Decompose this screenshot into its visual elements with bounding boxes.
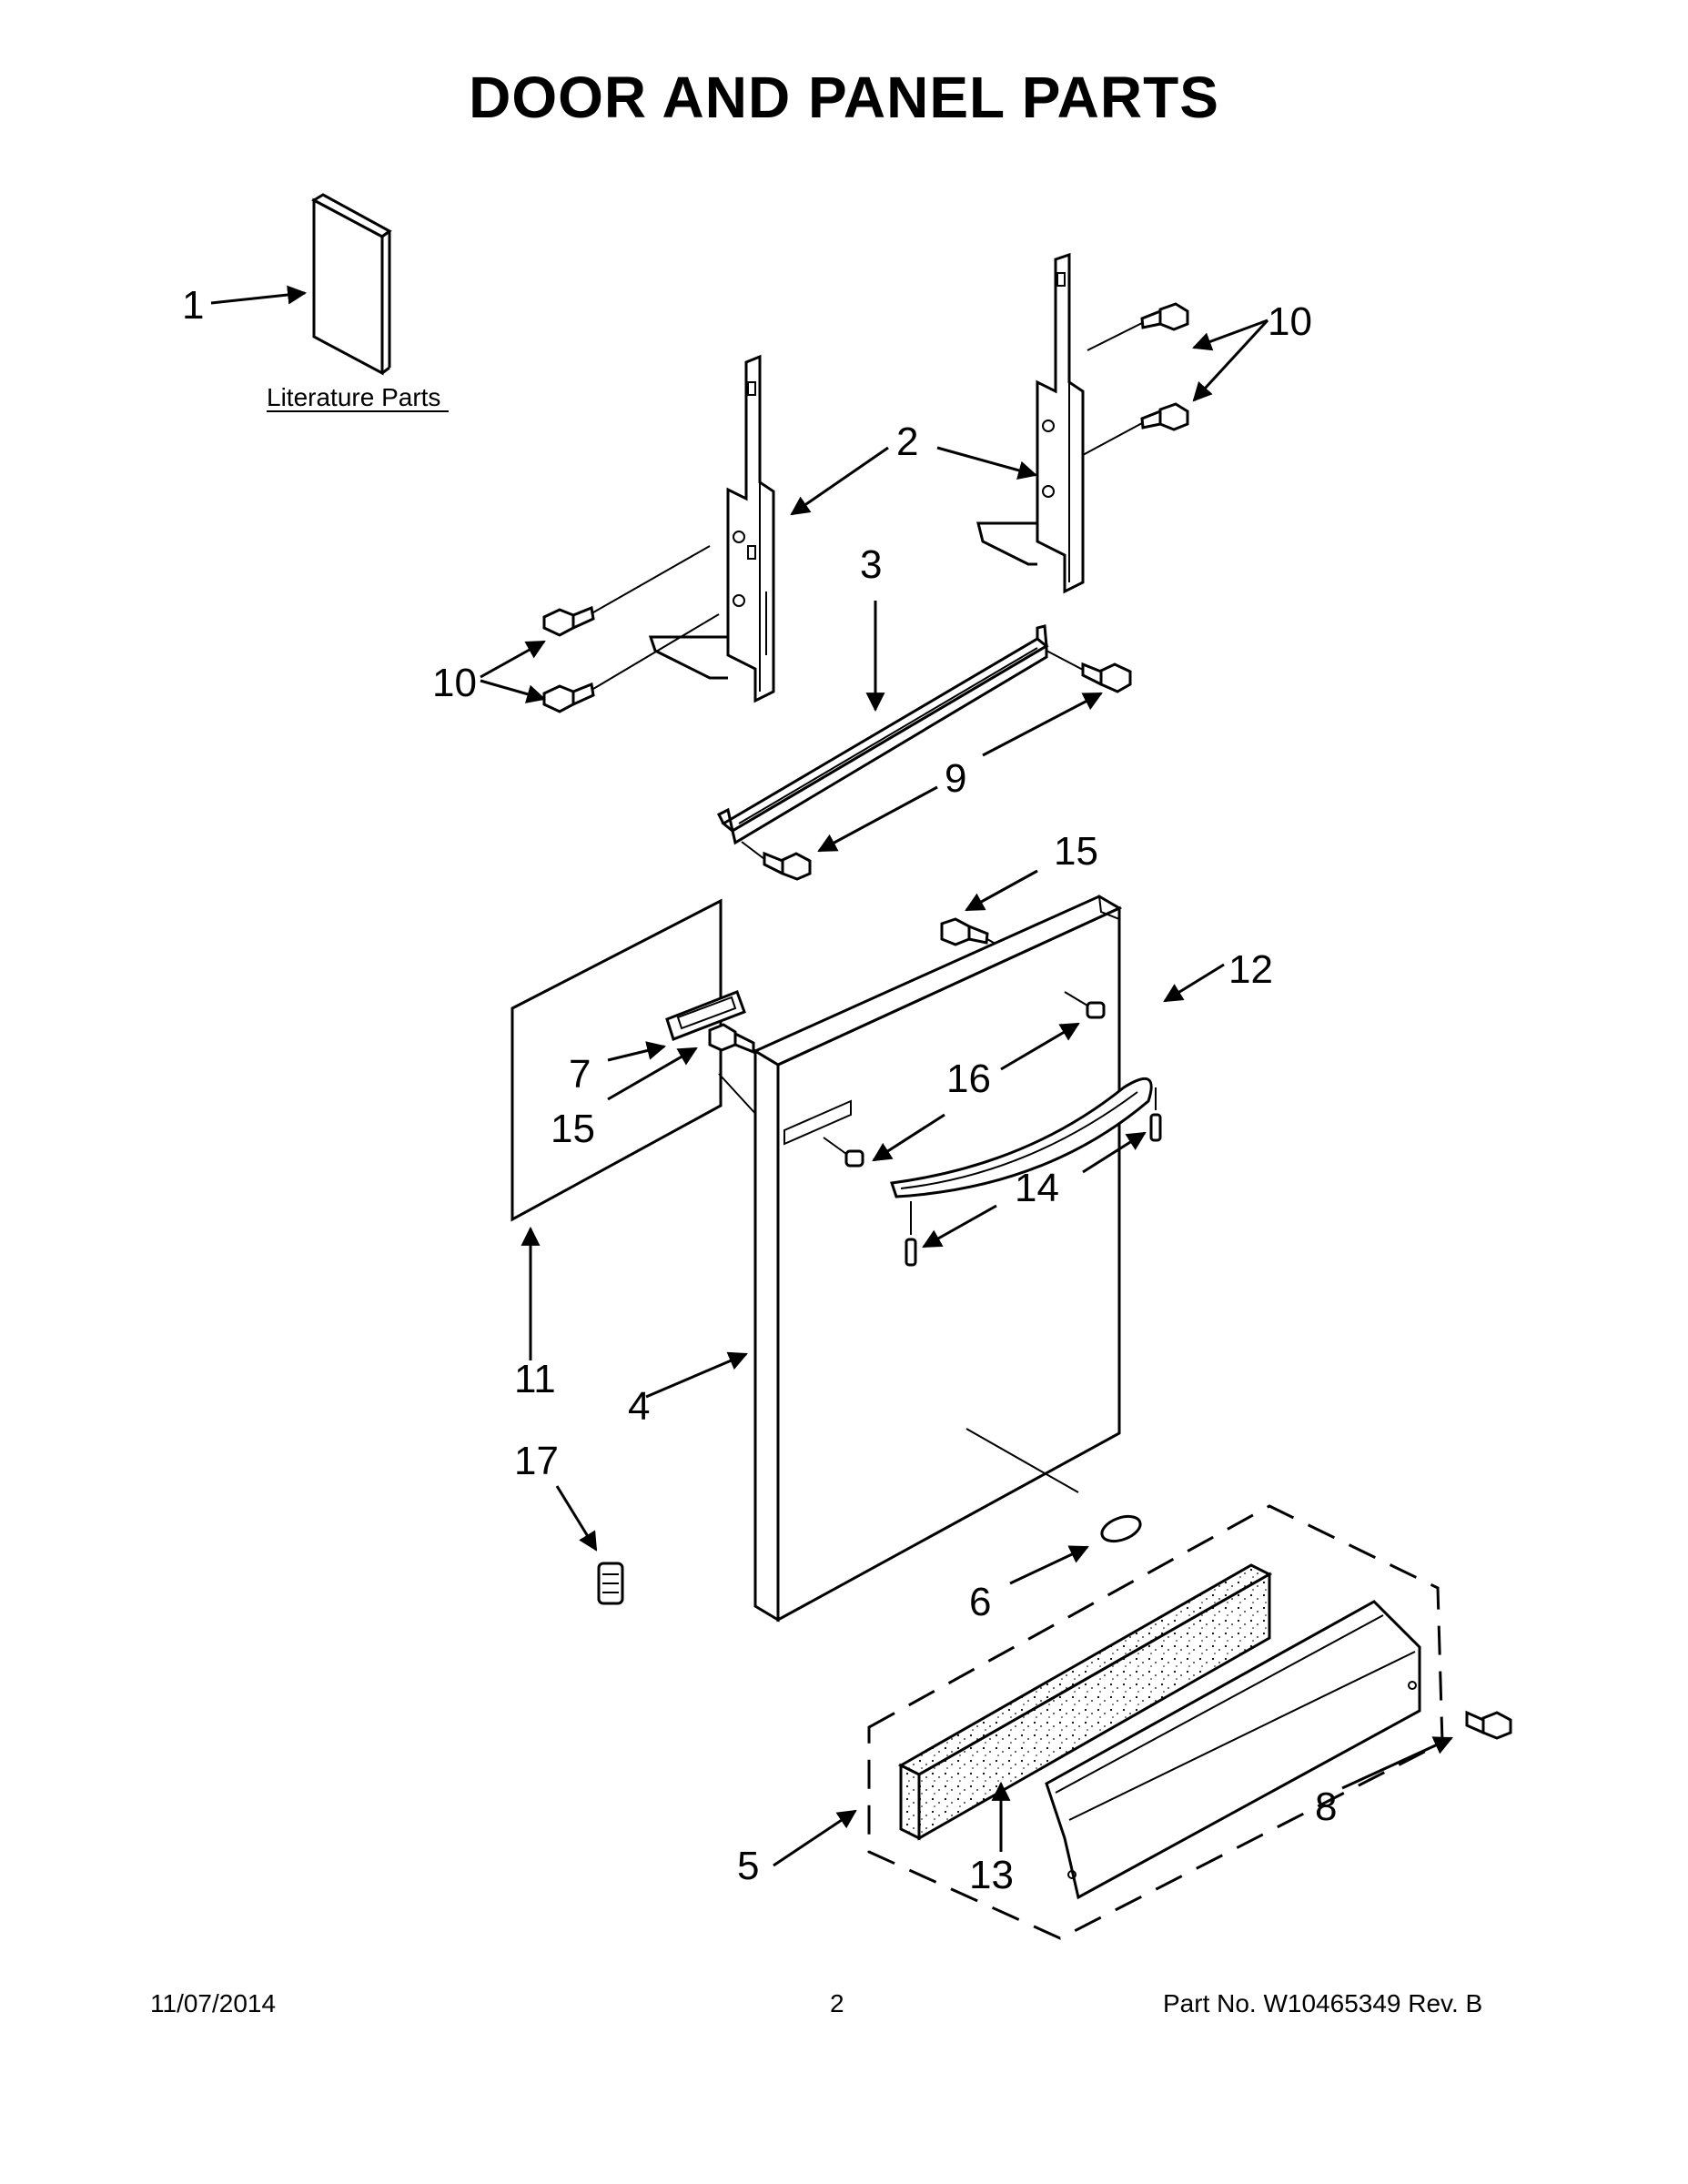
leader-14a	[1082, 1131, 1147, 1174]
leader-14b	[922, 1204, 997, 1249]
guide-9a	[1046, 650, 1084, 671]
hinge-bracket-right	[976, 252, 1085, 594]
page-title: DOOR AND PANEL PARTS	[469, 65, 1219, 130]
guide-10a	[592, 545, 711, 613]
screw-10-right-upper	[1140, 302, 1189, 331]
guide-10c	[1087, 322, 1143, 351]
screw-10-left-lower	[542, 682, 595, 713]
standoff-16-lower	[844, 1149, 864, 1168]
leader-16a	[1000, 1022, 1080, 1071]
leader-9a	[982, 692, 1103, 757]
callout-3: 3	[860, 542, 882, 587]
leader-2b	[936, 446, 1038, 480]
screw-15-right	[940, 917, 989, 946]
callout-7: 7	[569, 1052, 591, 1097]
callout-12: 12	[1228, 947, 1273, 992]
callout-6: 6	[969, 1580, 991, 1624]
callout-1: 1	[182, 283, 204, 328]
guide-10b	[592, 613, 720, 690]
screw-9-left	[763, 851, 812, 881]
guide-16b	[823, 1137, 847, 1155]
callout-2: 2	[896, 420, 918, 464]
callout-5: 5	[737, 1844, 759, 1888]
callout-13: 13	[969, 1853, 1014, 1897]
guide-10d	[1082, 422, 1143, 456]
foam-insulation-13	[897, 1563, 1273, 1841]
guide-16a	[1064, 991, 1088, 1006]
leader-2a	[790, 446, 889, 516]
leader-15a	[965, 869, 1038, 912]
pin-14-left	[905, 1238, 917, 1267]
screw-15-left	[708, 1023, 755, 1055]
callout-14: 14	[1015, 1166, 1059, 1210]
leader-17	[555, 1485, 598, 1552]
door-rail	[716, 624, 1049, 845]
leader-10b-upper	[1192, 318, 1269, 351]
leader-10b-lower	[1192, 318, 1269, 402]
leader-6	[1009, 1545, 1089, 1585]
leader-10a-lower	[480, 679, 547, 703]
leader-12	[1163, 963, 1225, 1003]
literature-parts-label: Literature Parts	[267, 383, 440, 411]
callout-10-left: 10	[432, 661, 477, 705]
screw-10-right-lower	[1140, 402, 1189, 431]
callout-10-right: 10	[1268, 299, 1312, 344]
callout-15-upper: 15	[1054, 829, 1098, 874]
callout-15-lower: 15	[551, 1107, 595, 1151]
pin-14-right	[1149, 1113, 1162, 1142]
callout-11: 11	[514, 1357, 556, 1401]
callout-9: 9	[945, 756, 966, 801]
leader-1	[210, 285, 308, 305]
toe-kick-panel-8	[1045, 1600, 1421, 1900]
screw-9-right	[1081, 662, 1132, 693]
clip-17	[597, 1562, 624, 1605]
leader-16b	[872, 1113, 945, 1162]
literature-booklet	[310, 193, 392, 376]
screw-8	[1465, 1710, 1512, 1740]
plug-6	[1100, 1514, 1142, 1543]
leader-8	[1341, 1736, 1453, 1790]
leader-4	[645, 1351, 748, 1399]
hinge-bracket-left	[648, 354, 775, 703]
leader-9b	[817, 785, 938, 853]
callout-17: 17	[514, 1439, 559, 1483]
callout-8: 8	[1315, 1785, 1337, 1829]
standoff-16-upper	[1086, 1001, 1106, 1019]
screw-10-left-upper	[542, 605, 595, 637]
leader-15b	[607, 1046, 698, 1101]
door-panel	[752, 895, 1123, 1623]
leader-10a-upper	[480, 640, 546, 679]
footer-page-number: 2	[830, 1989, 844, 2017]
vent-7	[665, 990, 746, 1041]
callout-4: 4	[628, 1384, 650, 1429]
footer-date: 11/07/2014	[150, 1989, 277, 2017]
callout-16: 16	[946, 1057, 991, 1101]
panel-sheet	[510, 898, 723, 1222]
guide-9b	[741, 841, 765, 860]
leader-5	[773, 1809, 857, 1867]
handle-12	[890, 1077, 1153, 1198]
footer-part-number: Part No. W10465349 Rev. B	[1163, 1989, 1483, 2017]
leader-7	[607, 1041, 667, 1062]
